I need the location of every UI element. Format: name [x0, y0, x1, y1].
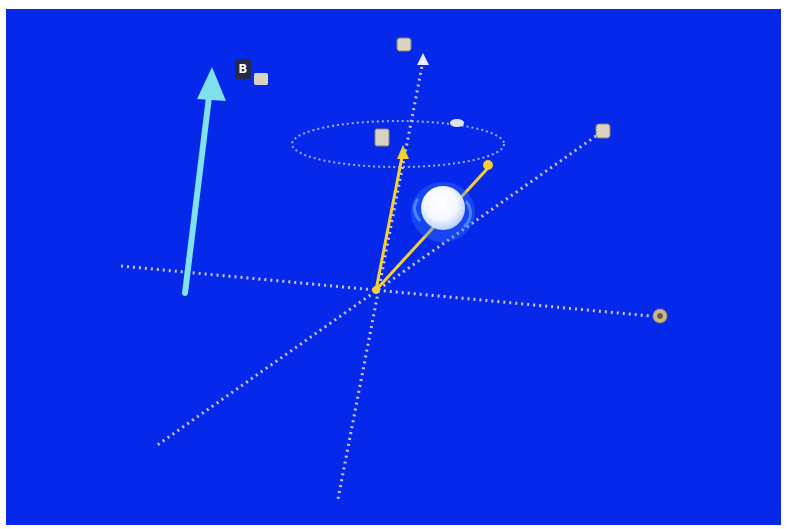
vertical-axis	[336, 60, 425, 500]
ring-marker	[450, 119, 464, 127]
field-label-text: B	[238, 62, 247, 76]
vertical-axis-end-marker	[396, 37, 429, 65]
diagram-frame: B	[6, 9, 781, 525]
horizontal-axis-end-marker	[652, 308, 668, 324]
spin-vector-right	[374, 160, 493, 292]
precession-ring	[291, 120, 505, 168]
spinning-particle-sphere	[411, 182, 475, 242]
magnetic-field-label: B	[235, 59, 268, 85]
left-vector-label-chip	[374, 128, 390, 147]
spin-precession-diagram: B	[120, 37, 668, 500]
depth-axis-end-marker	[595, 123, 611, 139]
horizontal-axis	[120, 264, 662, 319]
spin-vector-left	[374, 145, 409, 291]
magnetic-field-arrow	[182, 67, 226, 296]
origin-point	[372, 286, 380, 294]
